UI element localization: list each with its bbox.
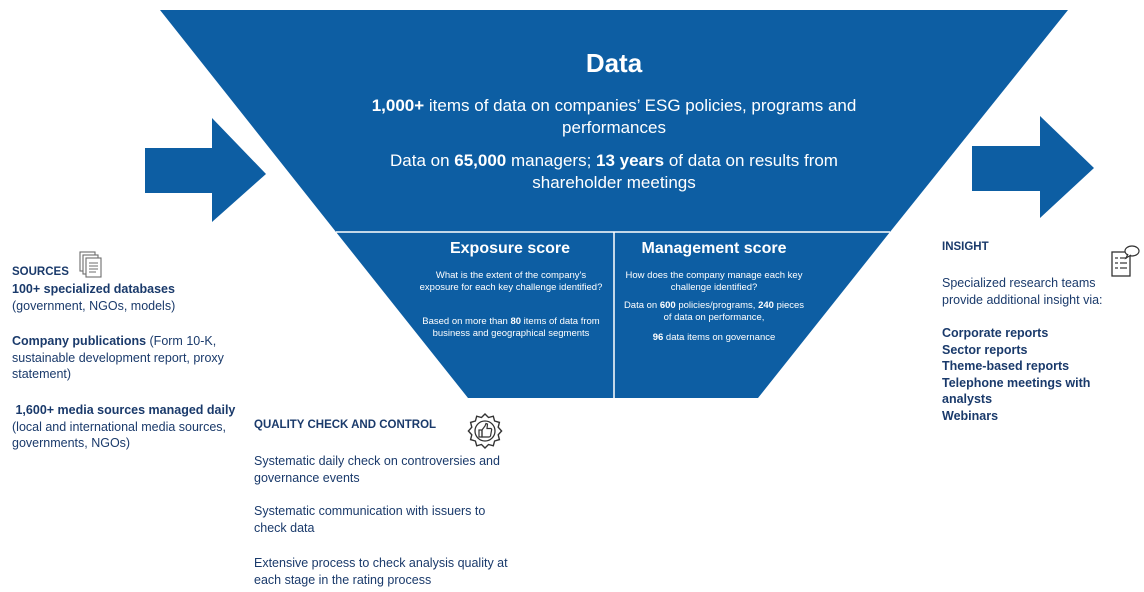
sources-heading: SOURCES — [12, 266, 69, 278]
exposure-score-title: Exposure score — [449, 240, 571, 257]
source-media: 1,600+ media sources managed daily (loca… — [12, 402, 244, 452]
items-count: 1,000+ — [371, 96, 425, 115]
governance-detail-rest: data items on governance — [663, 332, 776, 343]
management-detail-rest: pieces of data on performance, — [663, 300, 805, 323]
thumbs-up-badge-icon — [466, 412, 504, 450]
company-publications-title: Company publications — [12, 334, 147, 348]
management-detail-prefix: Data on — [623, 300, 660, 311]
quality-item-2: Systematic communication with issuers to… — [254, 504, 486, 535]
managers-prefix: Data on — [390, 151, 455, 170]
years-description: of data on results from shareholder meet… — [532, 151, 838, 192]
quality-heading: QUALITY CHECK AND CONTROL — [254, 419, 437, 431]
insight-item: Telephone meetings with analysts — [942, 375, 1091, 407]
insight-item: Sector reports — [942, 342, 1028, 357]
source-databases: 100+ specialized databases (government, … — [12, 281, 242, 314]
exposure-score-question: What is the extent of the company's expo… — [419, 270, 603, 293]
management-score-question: How does the company manage each key cha… — [625, 270, 803, 293]
funnel-line-items: 1,000+ items of data on companies’ ESG p… — [320, 95, 908, 139]
source-databases-title: 100+ specialized databases — [12, 282, 175, 296]
funnel-title: Data — [585, 48, 643, 78]
left-arrow — [145, 118, 266, 222]
policies-count: 600 — [659, 300, 676, 311]
funnel-line-managers: Data on 65,000 managers; 13 years of dat… — [360, 150, 868, 194]
years-count: 13 years — [596, 151, 665, 170]
data-funnel-top — [160, 10, 1068, 232]
media-sources-title: 1,600+ media sources managed daily — [15, 403, 236, 417]
documents-icon — [78, 250, 104, 278]
insight-list: Corporate reports Sector reports Theme-b… — [942, 325, 1132, 424]
performance-count: 240 — [758, 300, 774, 311]
managers-count: 65,000 — [454, 151, 507, 170]
insight-item: Corporate reports — [942, 326, 1049, 340]
report-chat-icon — [1110, 244, 1140, 278]
quality-item-1: Systematic daily check on controversies … — [254, 454, 500, 485]
exposure-detail-rest: items of data from business and geograph… — [432, 316, 600, 339]
exposure-items-count: 80 — [510, 316, 522, 327]
company-publications-detail: (Form 10-K, sustainable development repo… — [12, 334, 224, 381]
source-databases-detail: (government, NGOs, models) — [12, 298, 176, 313]
management-score-title: Management score — [641, 240, 787, 257]
exposure-detail-prefix: Based on more than — [422, 316, 511, 327]
items-description: items of data on companies’ ESG policies… — [424, 96, 857, 137]
score-funnel-bottom — [336, 232, 890, 398]
management-score-detail: Data on 600 policies/programs, 240 piece… — [622, 300, 806, 323]
media-sources-detail: (local and international media sources, … — [12, 419, 227, 451]
source-company-publications: Company publications (Form 10-K, sustain… — [12, 333, 238, 383]
managers-mid: managers; — [506, 151, 597, 170]
right-arrow — [972, 116, 1094, 218]
quality-item-3: Extensive process to check analysis qual… — [254, 556, 508, 587]
insight-heading: INSIGHT — [942, 241, 989, 253]
management-detail-mid: policies/programs, — [675, 300, 759, 311]
insight-item: Webinars — [942, 408, 999, 423]
governance-count: 96 — [652, 332, 664, 343]
insight-item: Theme-based reports — [942, 359, 1070, 373]
exposure-score-detail: Based on more than 80 items of data from… — [418, 316, 604, 339]
insight-intro: Specialized research teams provide addit… — [942, 276, 1103, 307]
management-governance-detail: 96 data items on governance — [622, 332, 806, 344]
